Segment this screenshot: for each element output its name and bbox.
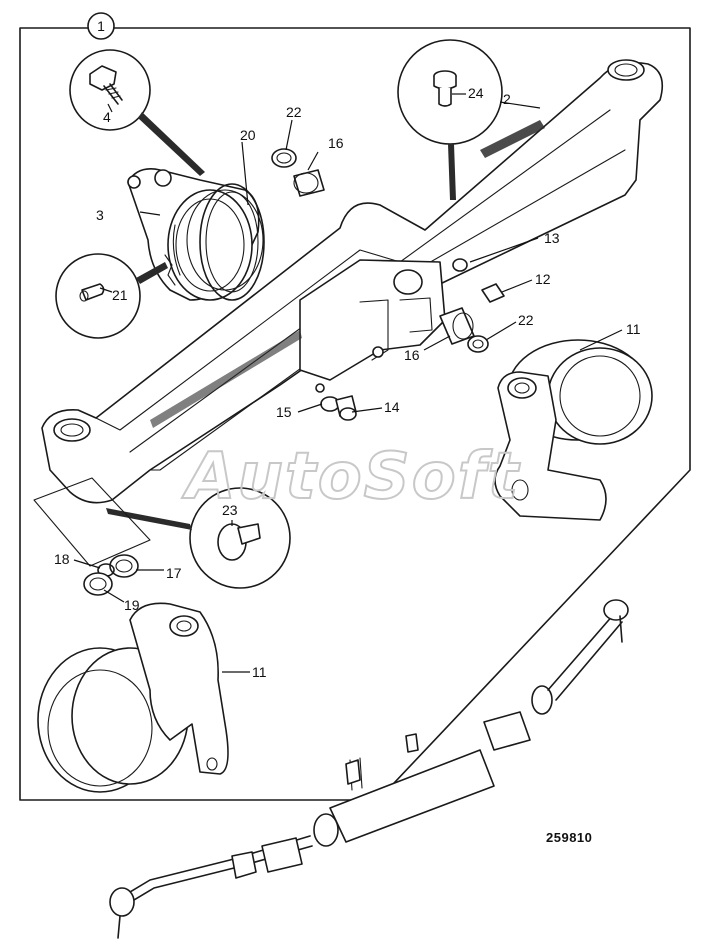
label-4: 4	[103, 109, 111, 125]
label-21: 21	[112, 287, 128, 303]
label-11-left: 11	[252, 664, 267, 680]
steering-cylinder	[109, 599, 629, 939]
assembly-callout-number: 1	[97, 18, 105, 34]
detail-pin-24	[397, 39, 503, 200]
label-22-upper: 22	[286, 104, 302, 120]
label-12: 12	[535, 271, 551, 287]
label-3: 3	[96, 207, 104, 223]
detail-stud-23	[106, 487, 291, 589]
leader-lines	[73, 93, 623, 673]
axle-beam	[41, 59, 664, 504]
watermark: AutoSoft	[181, 440, 521, 514]
label-24: 24	[468, 85, 484, 101]
hub-left	[37, 602, 229, 793]
label-13: 13	[544, 230, 560, 246]
detail-bolt-4	[69, 49, 205, 176]
upper-bushing-parts	[271, 148, 325, 197]
label-16-upper: 16	[328, 135, 344, 151]
assembly-frame	[19, 27, 691, 801]
label-18: 18	[54, 551, 70, 567]
label-14: 14	[384, 399, 400, 415]
drain-plug-parts	[320, 395, 357, 421]
label-11-right: 11	[626, 321, 641, 337]
label-19: 19	[124, 597, 140, 613]
label-23: 23	[222, 502, 238, 518]
differential-flange	[127, 168, 264, 301]
part-labels: 2 3 4 11 11 12 13 14 15 16 16 17 18 19 2…	[54, 85, 641, 680]
label-17: 17	[166, 565, 182, 581]
label-16-lower: 16	[404, 347, 420, 363]
assembly-callout: 1	[87, 12, 115, 40]
label-2: 2	[503, 91, 511, 107]
detail-dowel-21	[55, 253, 168, 339]
label-20: 20	[240, 127, 256, 143]
label-22-lower: 22	[518, 312, 534, 328]
lower-bushing-parts	[439, 283, 505, 353]
hub-right	[494, 339, 653, 521]
gasket-20	[199, 183, 265, 301]
seal-parts	[33, 477, 151, 596]
drawing-reference-number: 259810	[546, 830, 592, 845]
label-15: 15	[276, 404, 292, 420]
